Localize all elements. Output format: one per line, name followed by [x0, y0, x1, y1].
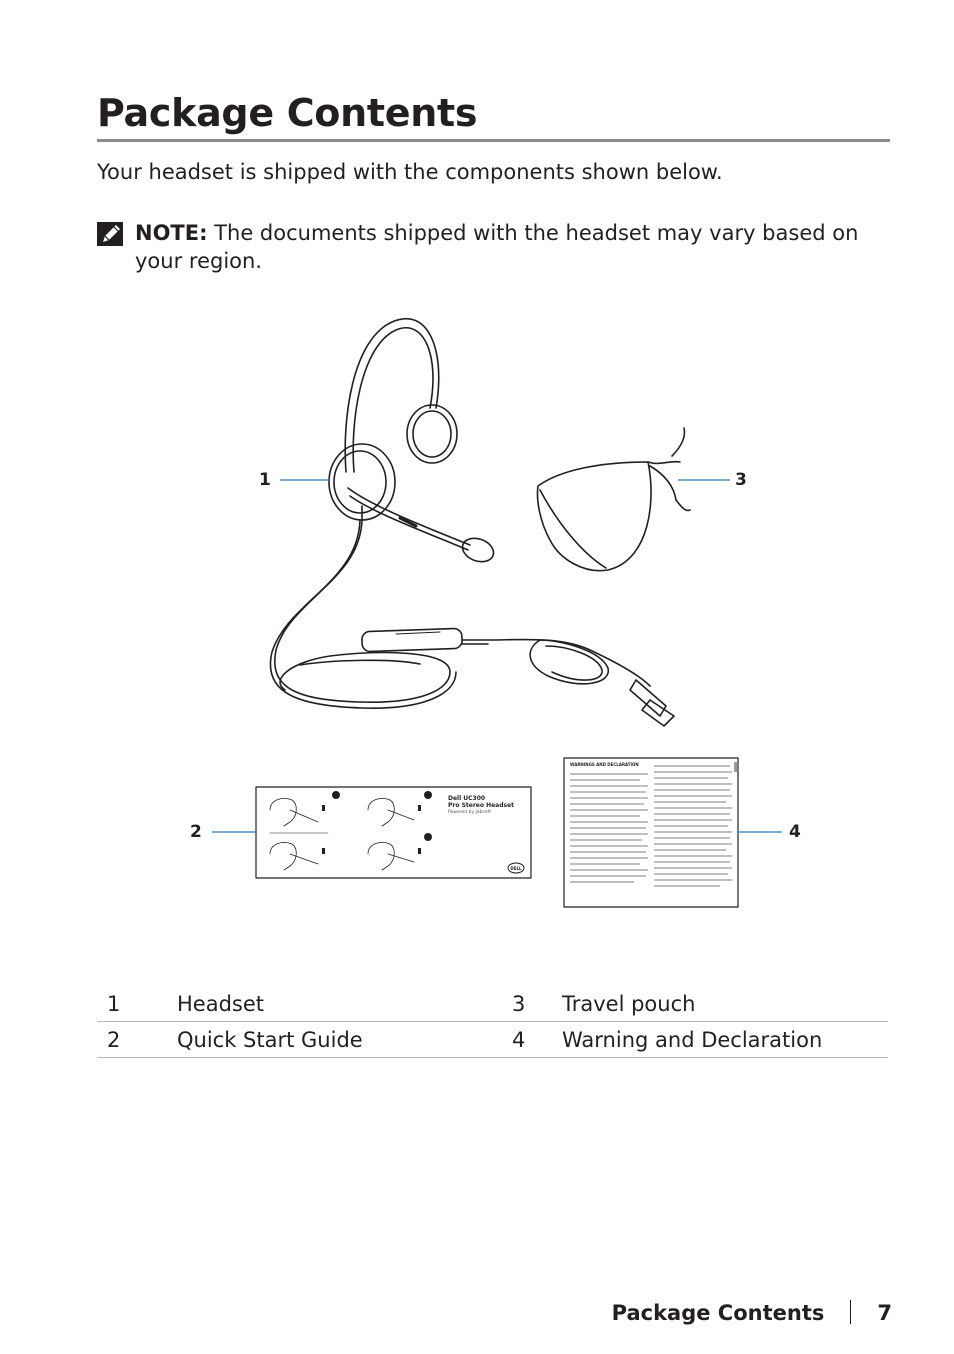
- callout-2: 2: [190, 822, 202, 842]
- quick-start-guide: [255, 786, 532, 879]
- page-number: 7: [877, 1301, 892, 1325]
- callout-1: 1: [259, 470, 271, 490]
- headset-right-earcup: [406, 404, 458, 464]
- footer-separator: [850, 1300, 852, 1324]
- guide-dell-logo: DELL: [510, 866, 522, 871]
- item-number: 3: [512, 991, 526, 1016]
- warning-doc-title: WARNINGS AND DECLARATION: [570, 762, 639, 767]
- contents-table: 1 Headset 3 Travel pouch 2 Quick Start G…: [97, 986, 888, 1058]
- headset-mic-tip: [461, 537, 495, 563]
- note-pencil-icon: [97, 222, 123, 246]
- guide-title-line3: Powered by Jabra®: [448, 808, 492, 815]
- footer-title: Package Contents: [611, 1301, 825, 1325]
- item-number: 1: [107, 991, 121, 1016]
- item-number: 2: [107, 1027, 121, 1052]
- inline-controller: [361, 627, 463, 653]
- page-footer: Package Contents 7: [612, 1298, 892, 1328]
- item-label: Travel pouch: [562, 991, 696, 1016]
- usb-cable: [529, 639, 609, 685]
- travel-pouch: [536, 461, 652, 572]
- note-label: NOTE:: [135, 221, 208, 245]
- headset-mic-boom: [347, 487, 471, 546]
- table-row: 2 Quick Start Guide 4 Warning and Declar…: [97, 1022, 888, 1058]
- item-label: Quick Start Guide: [177, 1027, 363, 1052]
- note-body: The documents shipped with the headset m…: [135, 221, 859, 273]
- headset-cable: [274, 519, 451, 703]
- title-rule: [97, 139, 890, 142]
- intro-text: Your headset is shipped with the compone…: [97, 160, 723, 184]
- table-row: 1 Headset 3 Travel pouch: [97, 986, 888, 1022]
- headset-headband: [344, 317, 440, 473]
- usb-plug: [629, 679, 667, 717]
- item-number: 4: [512, 1027, 526, 1052]
- guide-title-line1: Dell UC300: [448, 795, 485, 802]
- item-label: Warning and Declaration: [562, 1027, 823, 1052]
- note-text: NOTE: The documents shipped with the hea…: [135, 219, 875, 275]
- callout-3: 3: [735, 470, 747, 490]
- callout-4: 4: [789, 822, 801, 842]
- item-label: Headset: [177, 991, 265, 1016]
- guide-title-line2: Pro Stereo Headset: [448, 802, 514, 809]
- page-title: Package Contents: [97, 91, 478, 135]
